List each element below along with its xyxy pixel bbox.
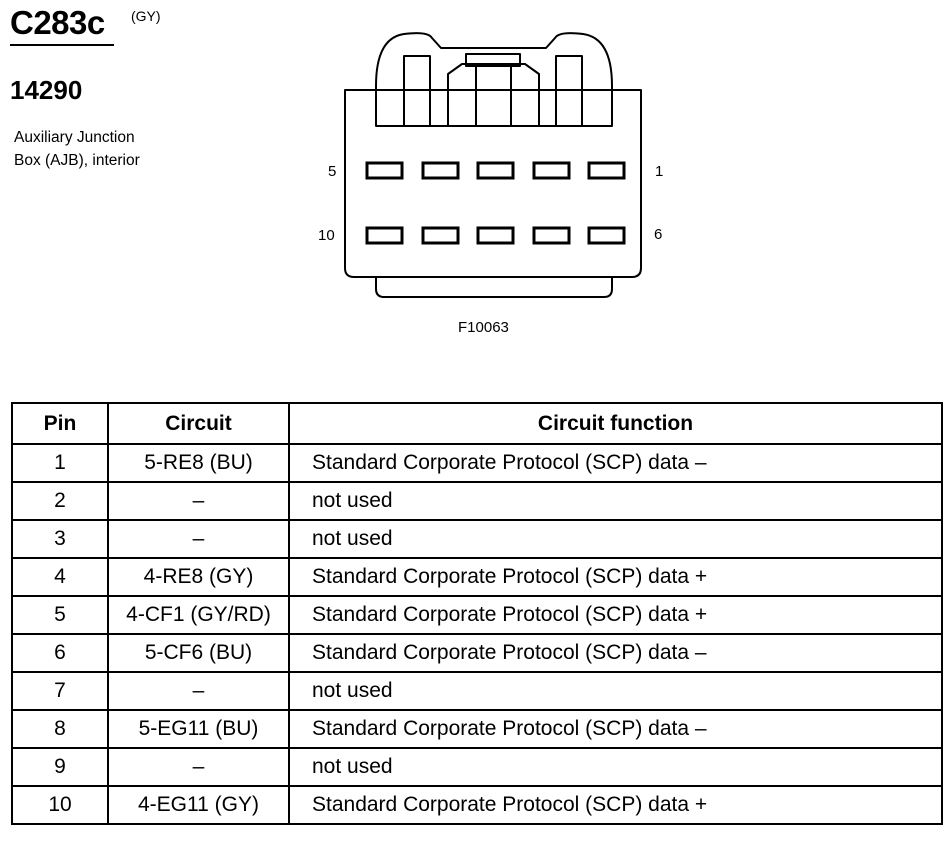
pin-cavity-2 xyxy=(532,161,571,180)
table-header-row: Pin Circuit Circuit function xyxy=(11,402,943,445)
function-cell: Standard Corporate Protocol (SCP) data – xyxy=(288,709,943,749)
part-number: 14290 xyxy=(10,75,83,105)
connector-color: (GY) xyxy=(131,8,161,24)
table-row: 5 4-CF1 (GY/RD) Standard Corporate Proto… xyxy=(11,595,943,635)
circuit-cell: – xyxy=(107,747,290,787)
circuit-cell: – xyxy=(107,671,290,711)
table-row: 4 4-RE8 (GY) Standard Corporate Protocol… xyxy=(11,557,943,597)
pin-label-top-right: 1 xyxy=(655,163,664,180)
circuit-cell: – xyxy=(107,519,290,559)
header-circuit-function: Circuit function xyxy=(288,402,943,445)
housing-outline xyxy=(344,89,642,278)
pin-cell: 2 xyxy=(11,481,109,521)
table-row: 1 5-RE8 (BU) Standard Corporate Protocol… xyxy=(11,443,943,483)
function-cell: Standard Corporate Protocol (SCP) data + xyxy=(288,557,943,597)
pin-cavity-1 xyxy=(587,161,626,180)
latch-outline xyxy=(375,32,613,127)
circuit-cell: 5-CF6 (BU) xyxy=(107,633,290,673)
pin-cell: 6 xyxy=(11,633,109,673)
function-cell: Standard Corporate Protocol (SCP) data + xyxy=(288,785,943,825)
function-cell: not used xyxy=(288,481,943,521)
pin-cell: 3 xyxy=(11,519,109,559)
pin-label-bottom-right: 6 xyxy=(654,226,663,243)
pin-cell: 1 xyxy=(11,443,109,483)
circuit-cell: 5-EG11 (BU) xyxy=(107,709,290,749)
pin-cavity-7 xyxy=(532,226,571,245)
connector-description: Auxiliary Junction Box (AJB), interior xyxy=(14,126,140,172)
table-row: 3 – not used xyxy=(11,519,943,559)
pin-cavity-10 xyxy=(365,226,404,245)
pin-cell: 9 xyxy=(11,747,109,787)
bottom-rail xyxy=(375,277,613,298)
pin-cavity-8 xyxy=(476,226,515,245)
circuit-cell: 4-RE8 (GY) xyxy=(107,557,290,597)
description-line: Box (AJB), interior xyxy=(14,152,140,169)
connector-face-diagram xyxy=(344,32,642,298)
table-row: 10 4-EG11 (GY) Standard Corporate Protoc… xyxy=(11,785,943,825)
pin-cell: 4 xyxy=(11,557,109,597)
function-cell: Standard Corporate Protocol (SCP) data – xyxy=(288,633,943,673)
description-line: Auxiliary Junction xyxy=(14,129,135,146)
circuit-cell: 5-RE8 (BU) xyxy=(107,443,290,483)
pin-cell: 8 xyxy=(11,709,109,749)
table-row: 8 5-EG11 (BU) Standard Corporate Protoco… xyxy=(11,709,943,749)
pin-cell: 10 xyxy=(11,785,109,825)
table-row: 7 – not used xyxy=(11,671,943,711)
latch-tab-slot xyxy=(465,53,521,67)
table-row: 9 – not used xyxy=(11,747,943,787)
pinout-table: Pin Circuit Circuit function 1 5-RE8 (BU… xyxy=(11,402,943,825)
table-row: 6 5-CF6 (BU) Standard Corporate Protocol… xyxy=(11,633,943,673)
pin-cell: 7 xyxy=(11,671,109,711)
function-cell: not used xyxy=(288,747,943,787)
latch-inner-left xyxy=(403,55,431,126)
header-circuit: Circuit xyxy=(107,402,290,445)
table-row: 2 – not used xyxy=(11,481,943,521)
pin-cell: 5 xyxy=(11,595,109,635)
function-cell: Standard Corporate Protocol (SCP) data – xyxy=(288,443,943,483)
figure-id: F10063 xyxy=(458,319,509,336)
pin-label-bottom-left: 10 xyxy=(318,227,335,244)
function-cell: not used xyxy=(288,519,943,559)
pin-cavity-4 xyxy=(421,161,460,180)
pin-cavity-6 xyxy=(587,226,626,245)
function-cell: Standard Corporate Protocol (SCP) data + xyxy=(288,595,943,635)
connector-id-underline xyxy=(10,44,114,46)
header-pin: Pin xyxy=(11,402,109,445)
pin-cavity-5 xyxy=(365,161,404,180)
circuit-cell: 4-CF1 (GY/RD) xyxy=(107,595,290,635)
latch-tab-stem xyxy=(475,66,512,126)
circuit-cell: 4-EG11 (GY) xyxy=(107,785,290,825)
pin-cavity-3 xyxy=(476,161,515,180)
latch-tab xyxy=(447,63,540,126)
circuit-cell: – xyxy=(107,481,290,521)
connector-id: C283c xyxy=(10,4,105,41)
latch-inner-right xyxy=(555,55,583,126)
function-cell: not used xyxy=(288,671,943,711)
pin-cavity-9 xyxy=(421,226,460,245)
pin-label-top-left: 5 xyxy=(328,163,337,180)
